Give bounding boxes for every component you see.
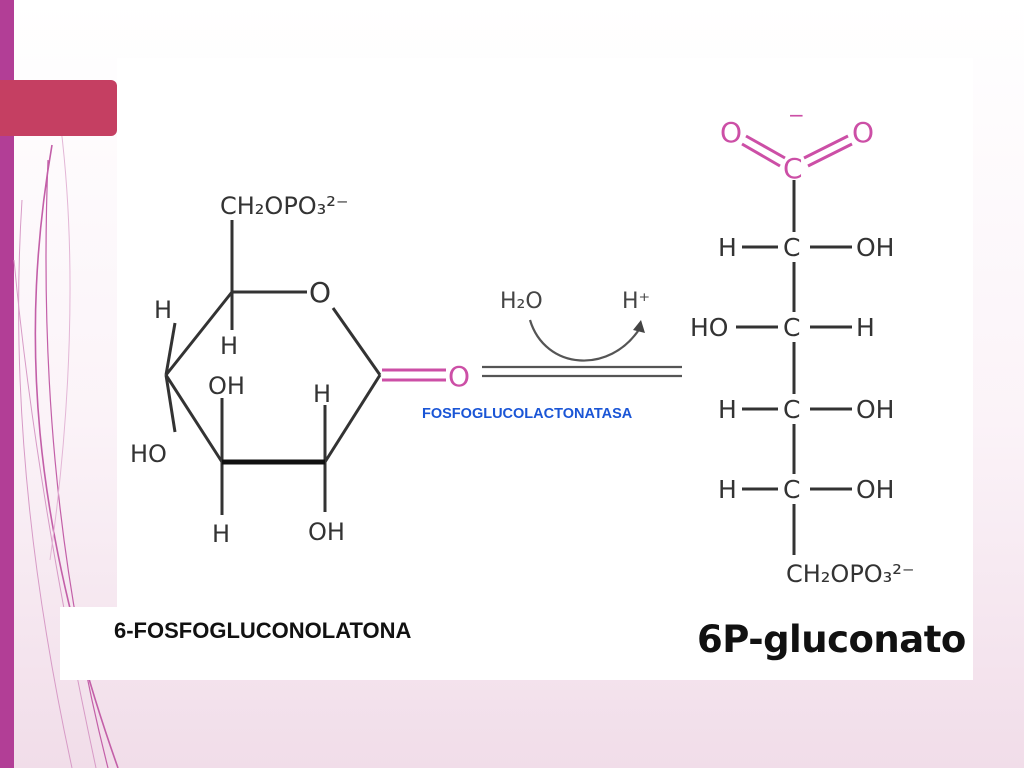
- carboxylate-bonds: [741, 134, 853, 168]
- carboxylate-oxygen-left: O: [720, 116, 742, 149]
- chain-row-1-right: OH: [856, 233, 894, 262]
- reagent-proton: H⁺: [622, 289, 650, 314]
- left-accent-bar: [0, 0, 14, 768]
- chain-row-3-right: OH: [856, 395, 894, 424]
- carbonyl-double-bond: [382, 368, 446, 382]
- ring-label-h: H: [212, 520, 230, 548]
- equilibrium-arrows: [482, 319, 682, 378]
- ring-label-h: H: [154, 296, 172, 324]
- chain-row-4-left: H: [718, 475, 737, 504]
- enzyme-label: FOSFOGLUCOLACTONATASA: [422, 406, 633, 422]
- reagent-water: H₂O: [500, 289, 543, 314]
- chain-row-1-left: H: [718, 233, 737, 262]
- curved-arrow-head: [633, 320, 645, 333]
- reactant-label-box: [60, 607, 505, 680]
- chain-row-1-carbon: C: [783, 233, 800, 262]
- product-ch2opo3: CH₂OPO₃²⁻: [786, 560, 915, 588]
- chain-row-4-carbon: C: [783, 475, 800, 504]
- diagram-panel: [117, 58, 973, 680]
- carbonyl-oxygen: O: [448, 360, 470, 393]
- carboxylate-carbon: C: [783, 152, 803, 185]
- chain-row-3-left: H: [718, 395, 737, 424]
- ring-label-oh: OH: [308, 518, 345, 546]
- ring-label-h: H: [220, 332, 238, 360]
- reactant-ch2opo3: CH₂OPO₃²⁻: [220, 192, 349, 220]
- chain-row-2-right: H: [856, 313, 875, 342]
- ring-label-oh: OH: [208, 372, 245, 400]
- accent-tab: [0, 80, 117, 136]
- ring-oxygen: O: [309, 276, 331, 309]
- chain-row-2-left: HO: [690, 313, 728, 342]
- ring-label-ho: HO: [130, 440, 167, 468]
- ring-label-h: H: [313, 380, 331, 408]
- carboxylate-charge: −: [788, 103, 805, 127]
- chain-row-3-carbon: C: [783, 395, 800, 424]
- gluconate-chain-bonds: [736, 180, 852, 555]
- product-name-label: 6P-gluconato: [697, 618, 966, 661]
- carboxylate-oxygen-right: O: [852, 116, 874, 149]
- chain-row-4-right: OH: [856, 475, 894, 504]
- lactone-ring-bonds: [164, 220, 382, 515]
- reactant-name-label: 6-FOSFOGLUCONOLATONA: [114, 618, 412, 643]
- chain-row-2-carbon: C: [783, 313, 800, 342]
